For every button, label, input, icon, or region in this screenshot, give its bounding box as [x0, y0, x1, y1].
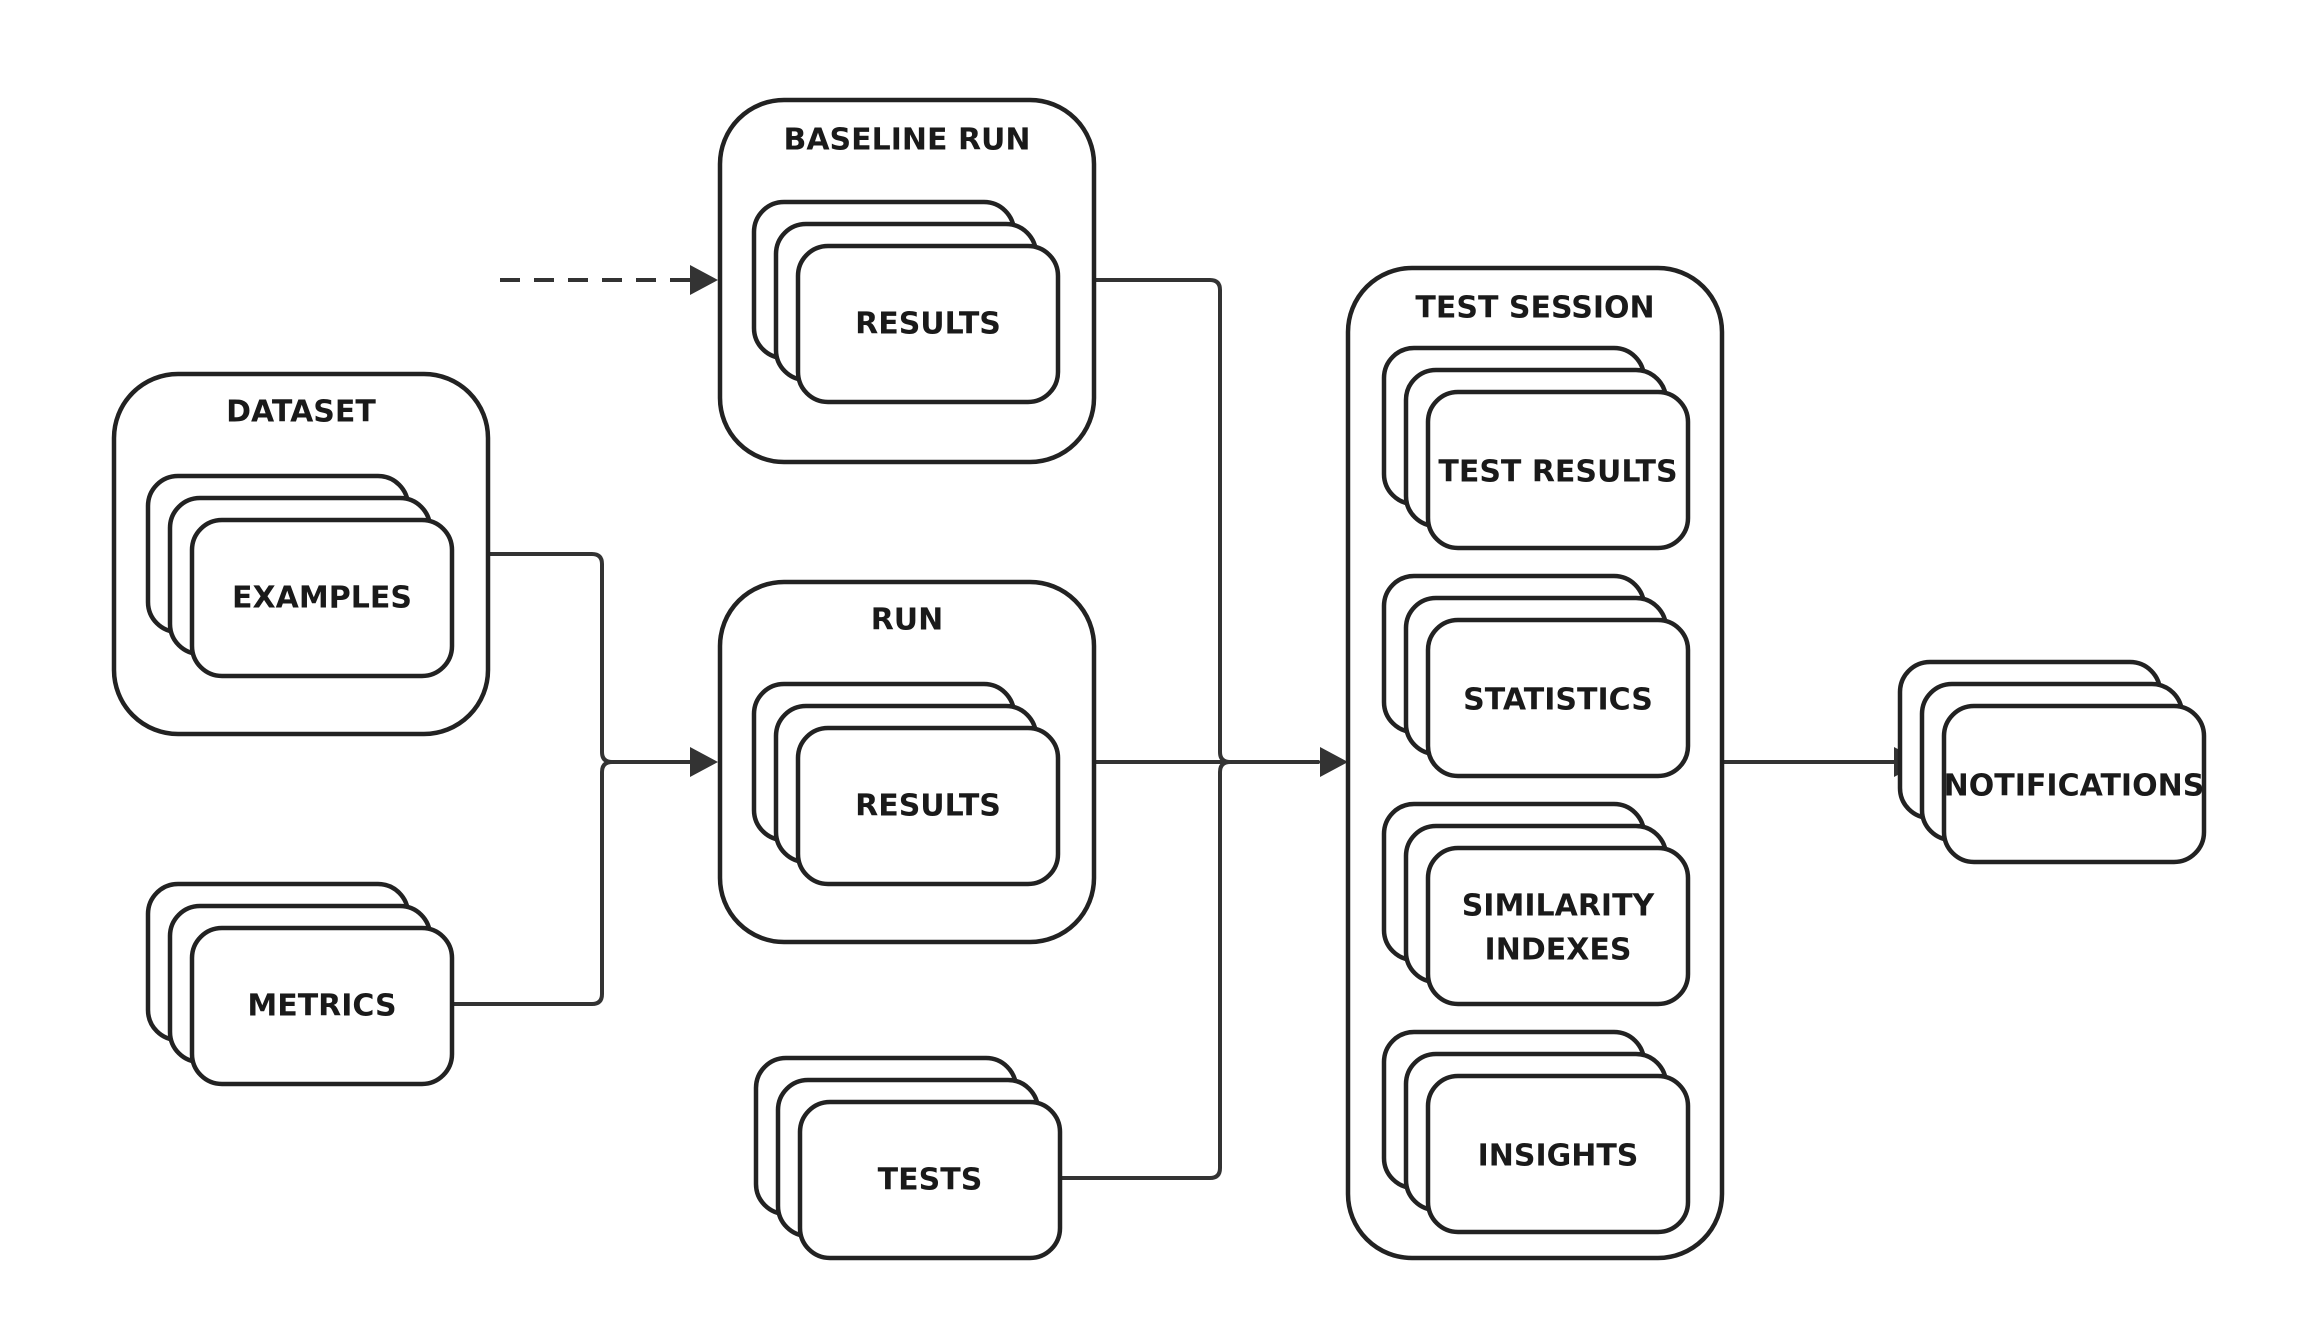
examples-stack: EXAMPLES: [145, 473, 455, 679]
connector-dataset-to-run: [486, 552, 696, 764]
statistics-label: STATISTICS: [1463, 683, 1653, 718]
run-node: RUN RESULTS: [717, 579, 1097, 945]
stack-card-front: [1425, 617, 1691, 779]
stack-card-front: [1425, 389, 1691, 551]
baseline-results-label: RESULTS: [855, 307, 1001, 342]
baseline-run-title: BASELINE RUN: [783, 123, 1030, 158]
tests-label: TESTS: [878, 1163, 983, 1198]
baseline-results-stack: RESULTS: [751, 199, 1061, 405]
stack-card-front: [189, 925, 455, 1087]
stack-card-front: [797, 1099, 1063, 1261]
notifications-stack: NOTIFICATIONS: [1897, 659, 2207, 865]
run-results-stack: RESULTS: [751, 681, 1061, 887]
insights-label: INSIGHTS: [1478, 1139, 1639, 1174]
metrics-label: METRICS: [247, 989, 396, 1024]
stack-card-front: [1425, 845, 1691, 1007]
dataset-title: DATASET: [226, 395, 376, 430]
dataset-node: DATASET EXAMPLES: [111, 371, 491, 737]
similarity-indexes-stack: SIMILARITY INDEXES: [1381, 801, 1691, 1007]
test-session-node: TEST SESSION TEST RESULTS STATISTICS SIM…: [1345, 265, 1725, 1261]
stack-card-front: [1941, 703, 2207, 865]
similarity-indexes-label-line1: SIMILARITY: [1462, 889, 1656, 924]
stack-card-front: [795, 725, 1061, 887]
connector-metrics-to-run: [450, 760, 614, 1006]
stack-card-front: [1425, 1073, 1691, 1235]
arrowhead: [1320, 747, 1348, 777]
connector-baseline-to-session: [1092, 278, 1320, 764]
similarity-indexes-label-line2: INDEXES: [1485, 933, 1632, 968]
run-results-label: RESULTS: [855, 789, 1001, 824]
connector-tests-to-session: [1058, 760, 1232, 1180]
tests-stack: TESTS: [753, 1055, 1063, 1261]
metrics-stack: METRICS: [145, 881, 455, 1087]
run-title: RUN: [871, 603, 944, 638]
test-results-stack: TEST RESULTS: [1381, 345, 1691, 551]
stack-card-front: [189, 517, 455, 679]
stack-card-front: [795, 243, 1061, 405]
insights-stack: INSIGHTS: [1381, 1029, 1691, 1235]
test-session-title: TEST SESSION: [1415, 291, 1654, 326]
arrowhead: [690, 265, 718, 295]
notifications-label: NOTIFICATIONS: [1944, 769, 2205, 804]
baseline-run-node: BASELINE RUN RESULTS: [717, 97, 1097, 465]
connectors: [450, 265, 1922, 1180]
statistics-stack: STATISTICS: [1381, 573, 1691, 779]
arrowhead: [690, 747, 718, 777]
examples-label: EXAMPLES: [232, 581, 412, 616]
test-results-label: TEST RESULTS: [1438, 455, 1677, 490]
